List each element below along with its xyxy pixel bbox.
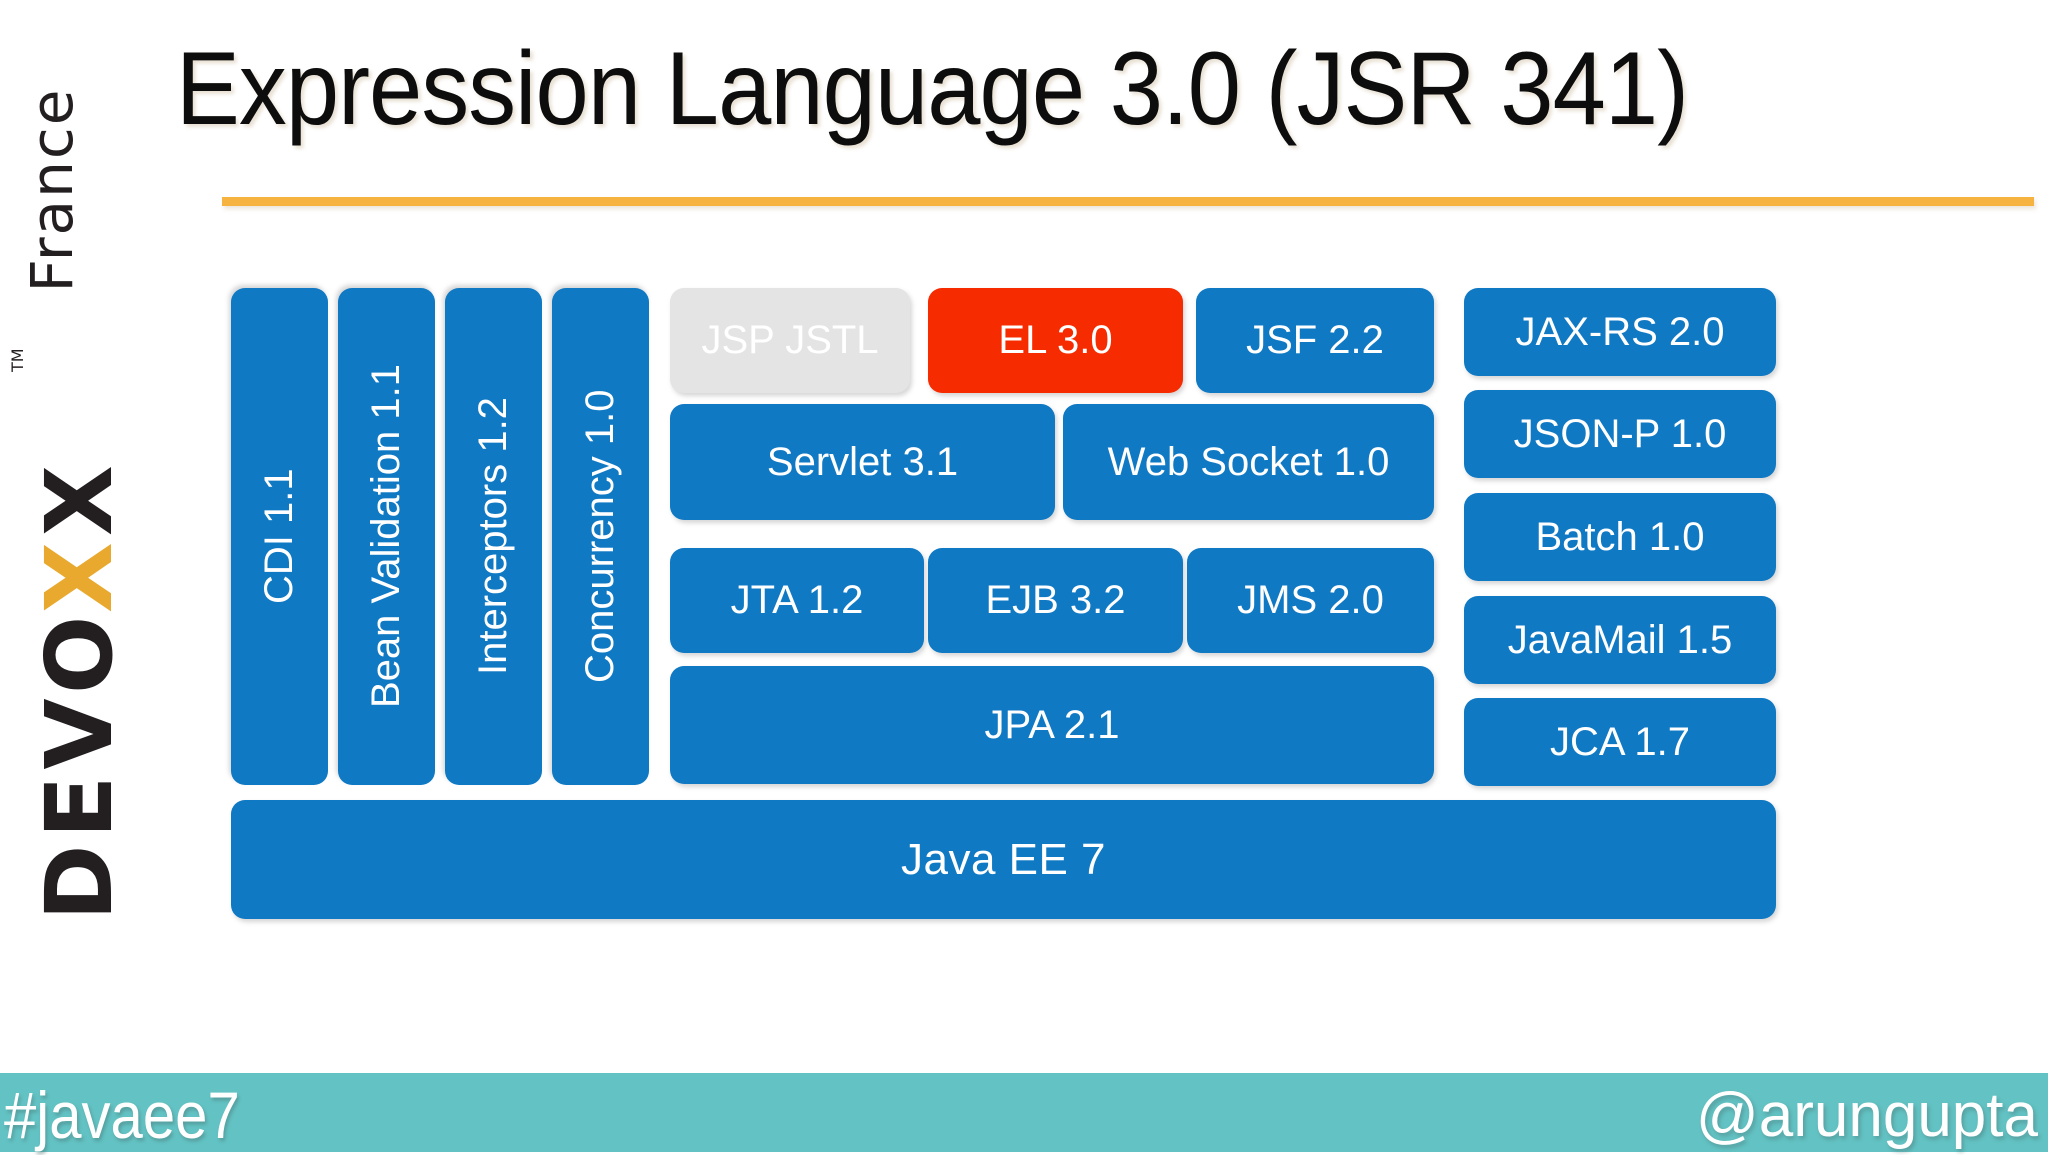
spec-box-jta[interactable]: JTA 1.2 [670, 548, 924, 653]
spec-box-jsf[interactable]: JSF 2.2 [1196, 288, 1434, 393]
footer-hashtag: #javaee7 [4, 1078, 240, 1152]
spec-box-jms[interactable]: JMS 2.0 [1187, 548, 1434, 653]
spec-box-jsp-jstl[interactable]: JSP JSTL [670, 288, 910, 393]
page-title: Expression Language 3.0 (JSR 341) [176, 31, 1689, 147]
spec-box-bean-validation[interactable]: Bean Validation 1.1 [338, 288, 435, 785]
spec-box-el[interactable]: EL 3.0 [928, 288, 1183, 393]
spec-box-cdi[interactable]: CDI 1.1 [231, 288, 328, 785]
spec-box-interceptors[interactable]: Interceptors 1.2 [445, 288, 542, 785]
java-ee-7-architecture-diagram: CDI 1.1 Bean Validation 1.1 Interceptors… [231, 288, 1776, 919]
footer-bar [0, 1073, 2048, 1152]
spec-box-servlet[interactable]: Servlet 3.1 [670, 404, 1055, 520]
title-divider [222, 197, 2034, 206]
spec-box-concurrency[interactable]: Concurrency 1.0 [552, 288, 649, 785]
spec-box-jax-rs[interactable]: JAX-RS 2.0 [1464, 288, 1776, 376]
spec-box-ejb[interactable]: EJB 3.2 [928, 548, 1183, 653]
spec-box-jpa[interactable]: JPA 2.1 [670, 666, 1434, 784]
footer-twitter-handle: @arungupta [1695, 1081, 2038, 1150]
spec-box-web-socket[interactable]: Web Socket 1.0 [1063, 404, 1434, 520]
spec-box-batch[interactable]: Batch 1.0 [1464, 493, 1776, 581]
spec-box-java-ee-platform[interactable]: Java EE 7 [231, 800, 1776, 919]
spec-box-json-p[interactable]: JSON-P 1.0 [1464, 390, 1776, 478]
spec-box-jca[interactable]: JCA 1.7 [1464, 698, 1776, 786]
spec-box-javamail[interactable]: JavaMail 1.5 [1464, 596, 1776, 684]
